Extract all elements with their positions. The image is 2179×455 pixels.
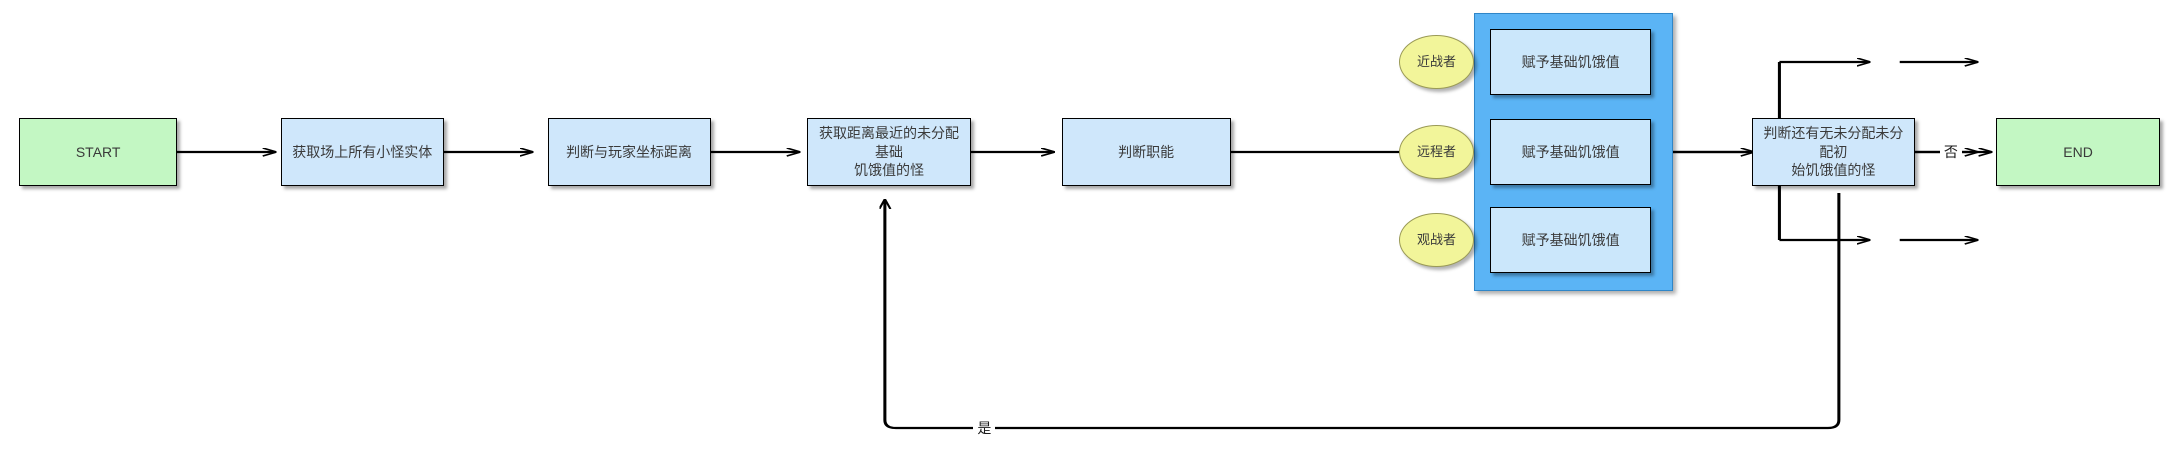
edge-label-yes: 是 xyxy=(973,421,996,435)
node-assign-melee-label: 赋予基础饥饿值 xyxy=(1521,53,1620,70)
node-role-melee[interactable]: 近战者 xyxy=(1399,35,1474,89)
node-nearest-unassigned[interactable]: 获取距离最近的未分配基础 饥饿值的怪 xyxy=(807,118,971,186)
node-role-watcher-label: 观战者 xyxy=(1417,232,1457,248)
node-check-remaining[interactable]: 判断还有无未分配未分配初 始饥饿值的怪 xyxy=(1751,118,1915,186)
node-assign-watcher[interactable]: 赋予基础饥饿值 xyxy=(1490,207,1651,273)
node-role-melee-label: 近战者 xyxy=(1417,54,1457,70)
node-assign-ranged-label: 赋予基础饥饿值 xyxy=(1521,143,1620,160)
node-assign-melee[interactable]: 赋予基础饥饿值 xyxy=(1490,29,1651,95)
node-end[interactable]: END xyxy=(1996,118,2160,186)
node-role-ranged[interactable]: 远程者 xyxy=(1399,125,1474,179)
node-assign-ranged[interactable]: 赋予基础饥饿值 xyxy=(1490,119,1651,185)
edge-check-loopback xyxy=(885,193,1841,430)
node-end-label: END xyxy=(2063,143,2093,160)
node-assign-watcher-label: 赋予基础饥饿值 xyxy=(1521,231,1620,248)
edge-label-no: 否 xyxy=(1939,145,1962,159)
node-check-distance[interactable]: 判断与玩家坐标距离 xyxy=(547,118,711,186)
node-nearest-unassigned-label: 获取距离最近的未分配基础 饥饿值的怪 xyxy=(819,124,959,179)
node-fetch-mobs[interactable]: 获取场上所有小怪实体 xyxy=(280,118,444,186)
node-check-remaining-label: 判断还有无未分配未分配初 始饥饿值的怪 xyxy=(1763,124,1904,179)
node-judge-role[interactable]: 判断职能 xyxy=(1061,118,1231,186)
node-start[interactable]: START xyxy=(19,118,177,186)
node-check-distance-label: 判断与玩家坐标距离 xyxy=(566,143,693,160)
node-fetch-mobs-label: 获取场上所有小怪实体 xyxy=(292,143,433,160)
node-start-label: START xyxy=(75,143,121,160)
node-role-watcher[interactable]: 观战者 xyxy=(1399,213,1474,267)
node-judge-role-label: 判断职能 xyxy=(1118,143,1175,160)
node-role-ranged-label: 远程者 xyxy=(1417,144,1457,160)
